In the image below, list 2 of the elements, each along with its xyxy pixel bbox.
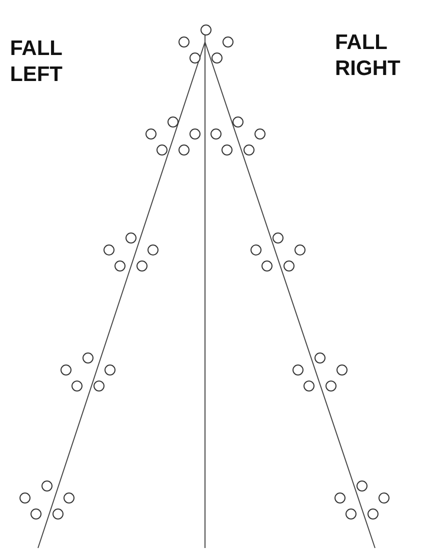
direction-label: FALL LEFT bbox=[10, 36, 64, 88]
direction-label: FALL RIGHT bbox=[335, 30, 402, 82]
